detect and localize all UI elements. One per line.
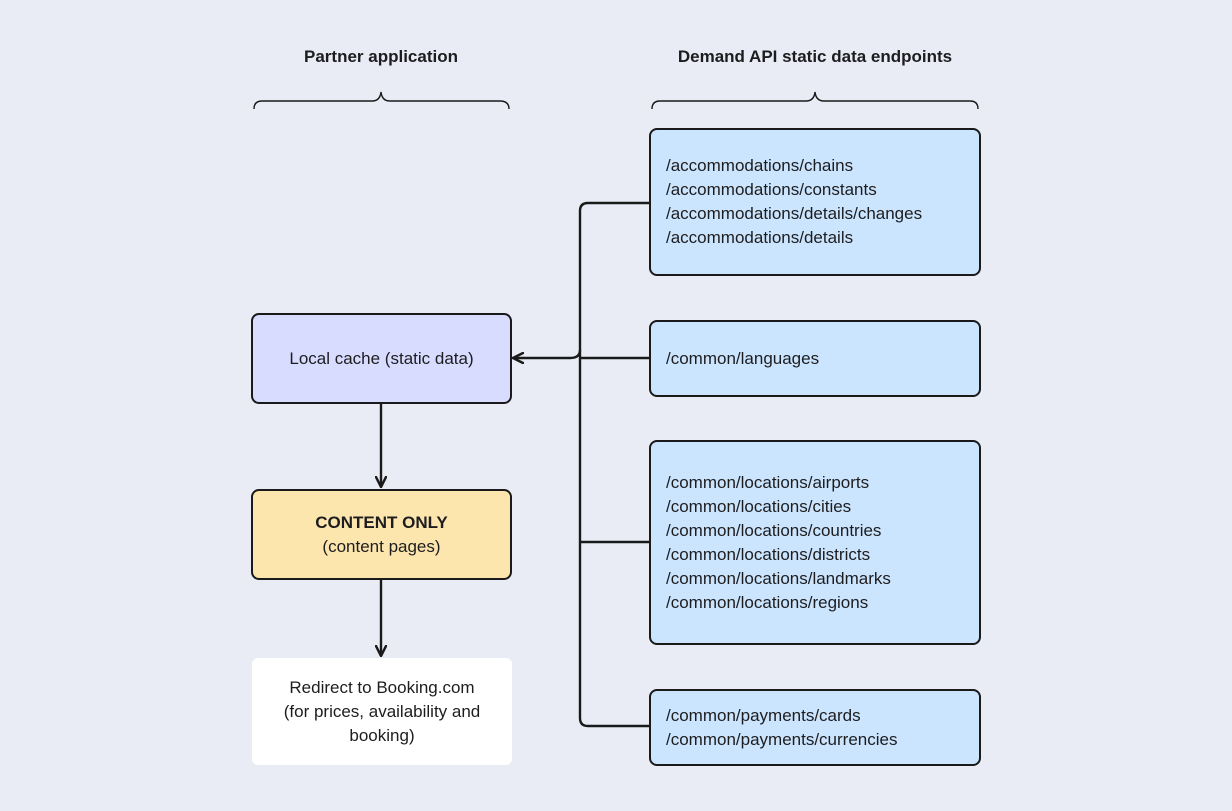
partner-application-heading: Partner application	[304, 47, 458, 66]
bus-to-cache-arrow	[513, 349, 582, 358]
endpoint-path: /common/payments/currencies	[666, 729, 898, 749]
endpoint-path: /common/locations/districts	[666, 544, 871, 564]
endpoint-group-payments: /common/payments/cards /common/payments/…	[649, 689, 981, 766]
endpoint-group-languages: /common/languages	[649, 320, 981, 397]
group-connector-bus	[578, 201, 650, 728]
endpoint-path: /common/locations/airports	[666, 472, 870, 492]
partner-brace	[253, 91, 510, 110]
demand-brace	[651, 91, 979, 110]
endpoint-group-accommodations: /accommodations/chains /accommodations/c…	[649, 128, 981, 276]
redirect-line: booking)	[349, 725, 415, 745]
endpoint-path: /common/locations/landmarks	[666, 568, 891, 588]
endpoint-path: /common/languages	[666, 348, 820, 368]
redirect-box: Redirect to Booking.com (for prices, ava…	[252, 658, 512, 765]
endpoint-path: /common/locations/countries	[666, 520, 882, 540]
endpoint-path: /accommodations/details	[666, 228, 854, 247]
endpoint-path: /accommodations/constants	[666, 180, 877, 199]
redirect-line: Redirect to Booking.com	[289, 677, 475, 697]
demand-api-heading: Demand API static data endpoints	[677, 47, 953, 66]
local-cache-label: Local cache (static data)	[289, 348, 474, 368]
local-cache-box: Local cache (static data)	[251, 313, 512, 404]
content-only-title: CONTENT ONLY	[315, 512, 448, 532]
endpoint-path: /accommodations/chains	[666, 156, 854, 175]
endpoint-path: /common/locations/regions	[666, 592, 869, 612]
endpoint-group-locations: /common/locations/airports /common/locat…	[649, 440, 981, 645]
endpoint-path: /common/locations/cities	[666, 496, 852, 516]
endpoint-path: /common/payments/cards	[666, 705, 861, 725]
content-only-subtitle: (content pages)	[322, 536, 441, 556]
content-only-box: CONTENT ONLY (content pages)	[251, 489, 512, 580]
redirect-line: (for prices, availability and	[283, 701, 481, 721]
endpoint-path: /accommodations/details/changes	[666, 204, 923, 223]
